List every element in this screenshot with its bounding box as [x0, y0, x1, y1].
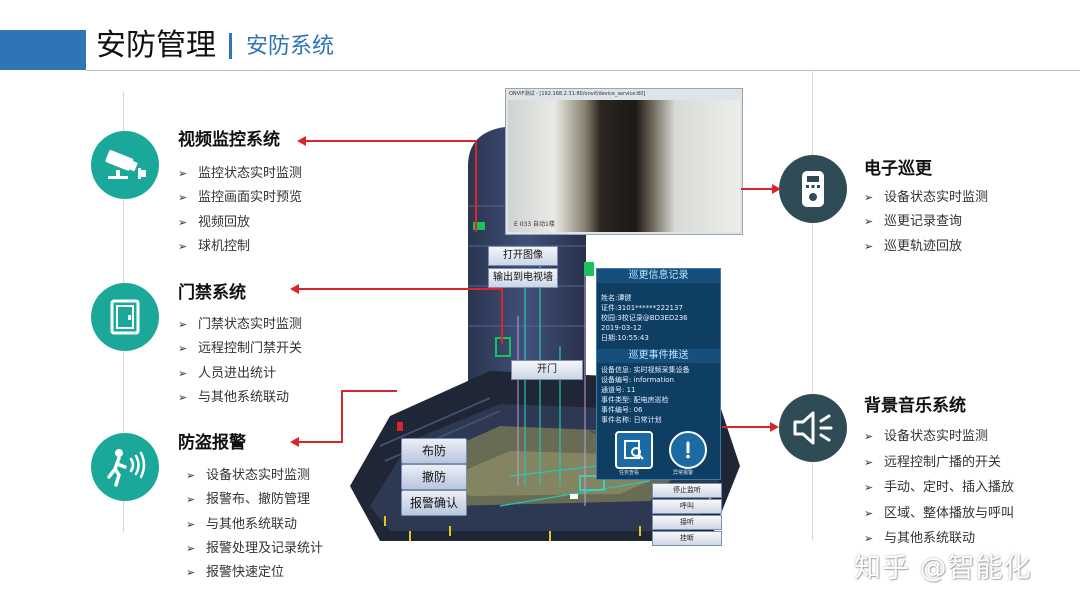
list-item: 报警快速定位 [186, 561, 323, 586]
patrol-record-line: 2019-03-12 [601, 324, 642, 332]
patrol-event-title: 巡更事件推送 [597, 349, 720, 363]
watermark: 知乎 @智能化 [854, 553, 1032, 584]
list-item: 巡更记录查询 [864, 210, 988, 235]
patrol-event-line: 事件名称: 日常计划 [601, 416, 662, 424]
output-to-tv-wall-button[interactable]: 输出到电视墙 [488, 268, 558, 288]
right-guide-line [812, 70, 813, 540]
title-separator [229, 33, 232, 59]
list-item: 与其他系统联动 [864, 526, 1014, 552]
speaker-icon [779, 394, 847, 462]
alert-label: 异常报警 [673, 470, 694, 476]
patrol-device-icon [779, 155, 847, 223]
page-subtitle: 安防系统 [246, 34, 335, 59]
video-system-list: 监控状态实时监测 监控画面实时预览 视频回放 球机控制 [178, 162, 302, 259]
page-title: 安防管理 [96, 28, 216, 63]
list-item: 监控状态实时监测 [178, 162, 302, 187]
open-door-button[interactable]: 开门 [511, 360, 583, 380]
patrol-event-line: 设备编号: information [601, 376, 674, 384]
list-item: 手动、定时、插入播放 [864, 475, 1014, 501]
stop-listening-button[interactable]: 停止监听 [652, 483, 722, 498]
disarm-button[interactable]: 撤防 [401, 464, 467, 490]
list-item: 与其他系统联动 [186, 513, 323, 538]
list-item: 设备状态实时监测 [186, 464, 323, 489]
alarm-confirm-button[interactable]: 报警确认 [401, 490, 467, 516]
list-item: 与其他系统联动 [178, 386, 302, 411]
patrol-info-panel: 巡更信息记录 姓名:谭健 证件:3101******222137 校园:3校记录… [596, 268, 721, 480]
access-system-list: 门禁状态实时监测 远程控制门禁开关 人员进出统计 与其他系统联动 [178, 313, 302, 410]
patrol-system-list: 设备状态实时监测 巡更记录查询 巡更轨迹回放 [864, 186, 988, 259]
list-item: 视频回放 [178, 211, 302, 236]
patrol-event-line: 设备信息: 实时视频采集设备 [601, 366, 690, 374]
list-item: 远程控制门禁开关 [178, 337, 302, 362]
patrol-record-line: 校园:3校记录@BD3ED236 [601, 314, 688, 322]
header-divider [86, 70, 1080, 71]
open-image-button[interactable]: 打开图像 [488, 246, 558, 266]
hang-up-button[interactable]: 挂断 [652, 531, 722, 546]
patrol-event-line: 通道号: 11 [601, 386, 636, 394]
patrol-record-line: 证件:3101******222137 [601, 304, 683, 312]
list-item: 区域、整体播放与呼叫 [864, 501, 1014, 527]
music-system-title: 背景音乐系统 [864, 396, 966, 416]
list-item: 设备状态实时监测 [864, 424, 1014, 450]
access-connector-arrow [290, 284, 503, 294]
cctv-camera-icon [91, 131, 159, 199]
patrol-system-title: 电子巡更 [864, 159, 932, 179]
list-item: 报警处理及记录统计 [186, 537, 323, 562]
patrol-record-line: 姓名:谭健 [601, 294, 632, 302]
access-system-title: 门禁系统 [178, 283, 246, 303]
call-button[interactable]: 呼叫 [652, 499, 722, 514]
music-connector-arrow [722, 422, 779, 432]
list-item: 巡更轨迹回放 [864, 235, 988, 260]
patrol-record-line: 日期:10:55:43 [601, 334, 649, 342]
answer-button[interactable]: 接听 [652, 515, 722, 530]
camera-preview-window[interactable]: ONVIF测试 - [192.168.2.31:80/onvif/device_… [505, 88, 743, 235]
patrol-connector-arrow [741, 184, 781, 194]
list-item: 门禁状态实时监测 [178, 313, 302, 338]
header-accent-bar [0, 30, 86, 70]
video-connector-arrow [297, 136, 477, 146]
motion-sensor-icon [91, 433, 159, 501]
task-view-label: 任务查看 [619, 470, 640, 476]
alarm-system-title: 防盗报警 [178, 433, 246, 453]
alarm-connector-line-h [341, 390, 397, 392]
list-item: 球机控制 [178, 235, 302, 260]
video-system-title: 视频监控系统 [178, 130, 280, 150]
video-connector-line [475, 140, 477, 232]
music-system-list: 设备状态实时监测 远程控制广播的开关 手动、定时、插入播放 区域、整体播放与呼叫… [864, 424, 1014, 552]
arm-button[interactable]: 布防 [401, 438, 467, 464]
list-item: 设备状态实时监测 [864, 186, 988, 211]
alarm-connector-arrow [290, 437, 343, 447]
alarm-system-list: 设备状态实时监测 报警布、撤防管理 与其他系统联动 报警处理及记录统计 报警快速… [186, 464, 323, 586]
list-item: 人员进出统计 [178, 362, 302, 387]
alert-icon[interactable] [669, 431, 707, 469]
patrol-event-line: 事件编号: 06 [601, 406, 643, 414]
camera-overlay-text: E 033 自动1楼 [514, 221, 555, 228]
list-item: 远程控制广播的开关 [864, 450, 1014, 476]
alarm-connector-line-v [341, 390, 343, 443]
task-view-icon[interactable] [615, 431, 653, 469]
list-item: 监控画面实时预览 [178, 186, 302, 211]
camera-window-titlebar: ONVIF测试 - [192.168.2.31:80/onvif/device_… [506, 89, 742, 99]
camera-video-feed: E 033 自动1楼 [508, 100, 740, 232]
access-connector-line [501, 288, 503, 344]
patrol-record-title: 巡更信息记录 [597, 269, 720, 283]
patrol-event-line: 事件类型: 配电房巡检 [601, 396, 669, 404]
list-item: 报警布、撤防管理 [186, 488, 323, 513]
door-icon [91, 283, 159, 351]
